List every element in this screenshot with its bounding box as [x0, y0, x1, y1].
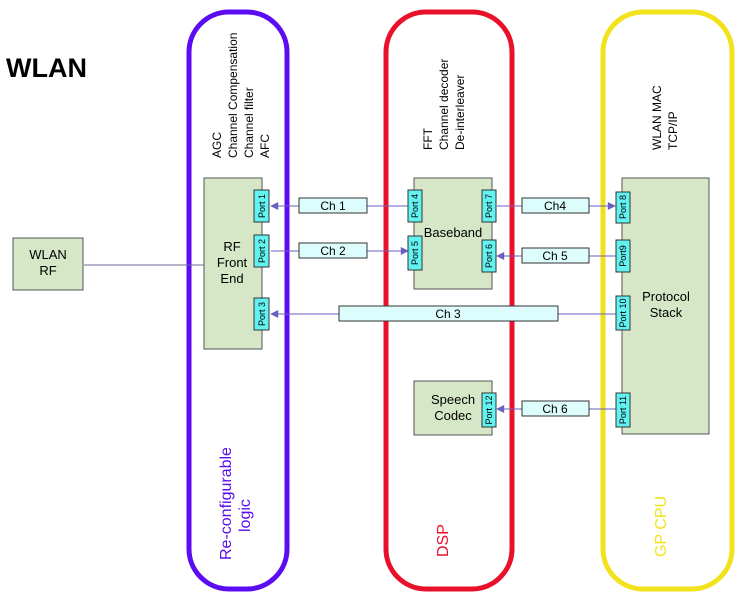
port-4: Port 4 — [407, 189, 423, 223]
channel-ch5-label: Ch 5 — [542, 249, 568, 263]
gpcpu-function-wlan-mac: WLAN MAC — [650, 85, 664, 150]
dsp-label: DSP — [435, 524, 452, 557]
speech-codec-line2: Codec — [434, 408, 472, 423]
gp-cpu-label: GP CPU — [653, 496, 670, 557]
channel-ch5: Ch 5 — [521, 247, 590, 264]
reconfigurable-logic-domain — [186, 9, 290, 592]
gpcpu-function-tcp-ip: TCP/IP — [666, 111, 680, 150]
port-6-label: Port 6 — [484, 244, 494, 268]
channel-ch6: Ch 6 — [521, 400, 590, 417]
baseband-block: Baseband — [413, 177, 493, 290]
dsp-function-fft: FFT — [421, 127, 435, 150]
protocol-stack-line1: Protocol — [642, 289, 690, 304]
dsp-domain — [383, 9, 515, 592]
wlan-rf-line1: WLAN — [29, 247, 67, 262]
port-2-label: Port 2 — [257, 239, 267, 263]
port-9: Port9 — [615, 239, 631, 273]
port-9-label: Port9 — [618, 245, 628, 267]
port-10: Port 10 — [615, 295, 631, 331]
protocol-stack-block: Protocol Stack — [621, 177, 710, 435]
reconfig-label-line1: Re-configurable — [218, 447, 235, 560]
channel-ch4: Ch4 — [521, 197, 590, 214]
port-2: Port 2 — [253, 234, 270, 268]
channel-ch6-label: Ch 6 — [542, 402, 568, 416]
port-1-label: Port 1 — [257, 194, 267, 218]
reconfig-label-line2: logic — [237, 499, 254, 532]
port-3-label: Port 3 — [257, 302, 267, 326]
port-1: Port 1 — [253, 189, 270, 223]
port-11-label: Port 11 — [618, 396, 628, 424]
rf-front-end-line2: Front — [217, 255, 248, 270]
port-12-label: Port 12 — [484, 395, 494, 424]
speech-codec-line1: Speech — [431, 392, 475, 407]
baseband-label: Baseband — [424, 225, 483, 240]
channel-ch3-label: Ch 3 — [435, 307, 461, 321]
channel-ch1-label: Ch 1 — [320, 199, 346, 213]
dsp-function-de-interleaver: De-interleaver — [453, 75, 467, 150]
wlan-rf-block: WLAN RF — [12, 237, 84, 291]
port-7: Port 7 — [481, 189, 497, 223]
reconfig-function-afc: AFC — [258, 134, 272, 158]
channel-ch1: Ch 1 — [298, 197, 368, 214]
rf-front-end-line1: RF — [223, 239, 240, 254]
port-12: Port 12 — [481, 392, 497, 428]
port-10-label: Port 10 — [618, 298, 628, 327]
port-3: Port 3 — [253, 297, 270, 331]
rf-front-end-line3: End — [220, 271, 243, 286]
port-6: Port 6 — [481, 239, 497, 273]
port-8-label: Port 8 — [618, 195, 628, 219]
port-5-label: Port 5 — [410, 241, 420, 265]
port-11: Port 11 — [615, 392, 631, 428]
wlan-rf-line2: RF — [39, 263, 56, 278]
protocol-stack-line2: Stack — [650, 305, 683, 320]
channel-ch2-label: Ch 2 — [320, 244, 346, 258]
port-8: Port 8 — [615, 191, 631, 224]
channel-ch2: Ch 2 — [298, 242, 368, 259]
diagram-title: WLAN — [6, 53, 87, 83]
channel-ch3: Ch 3 — [338, 305, 559, 322]
port-7-label: Port 7 — [484, 194, 494, 218]
channel-ch4-label: Ch4 — [544, 199, 566, 213]
port-5: Port 5 — [407, 235, 423, 271]
gp-cpu-domain — [600, 9, 735, 592]
rf-front-end-block: RF Front End — [203, 177, 263, 350]
port-4-label: Port 4 — [410, 194, 420, 218]
reconfig-function-agc: AGC — [210, 132, 224, 158]
reconfig-function-channel-compensation: Channel Compensation — [226, 33, 240, 158]
dsp-function-channel-decoder: Channel decoder — [437, 59, 451, 150]
reconfig-function-channel-filter: Channel filter — [242, 87, 256, 158]
speech-codec-block: Speech Codec — [413, 380, 493, 436]
